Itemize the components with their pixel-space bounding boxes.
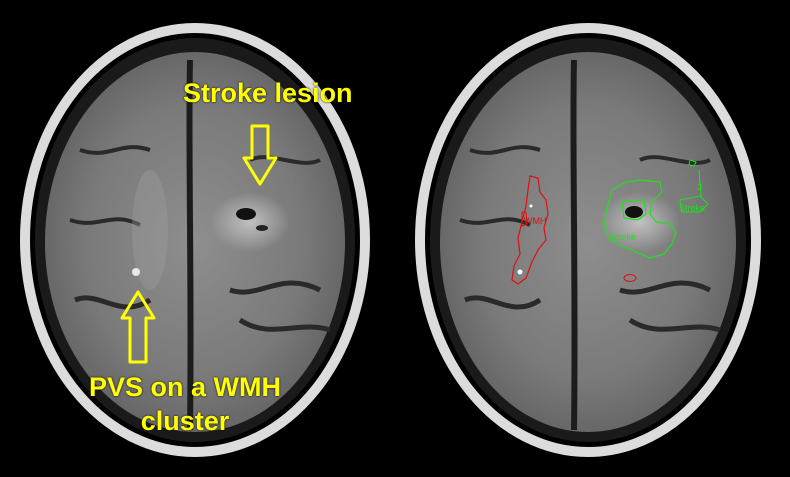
right-mri-slice: WMH Stroke Stroke 3 (415, 23, 761, 457)
stroke-contour (603, 179, 677, 259)
pvs-cluster-annotation: PVS on a WMH cluster (88, 372, 281, 436)
region-number-label: 3 (697, 182, 702, 192)
wmh-small-contour (623, 274, 637, 282)
stroke-contour-inner (621, 199, 647, 221)
wmh-contour-inner (521, 211, 528, 227)
left-mri-slice (20, 23, 370, 457)
stroke-label-main: Stroke (610, 232, 636, 242)
wmh-label: WMH (524, 216, 547, 226)
stroke-small-contour (679, 195, 709, 213)
stroke-lesion-annotation: Stroke lesion (183, 78, 353, 108)
pvs-arrow (120, 290, 156, 364)
stroke-label-small: Stroke (679, 203, 705, 213)
stroke-arrow (242, 124, 278, 186)
